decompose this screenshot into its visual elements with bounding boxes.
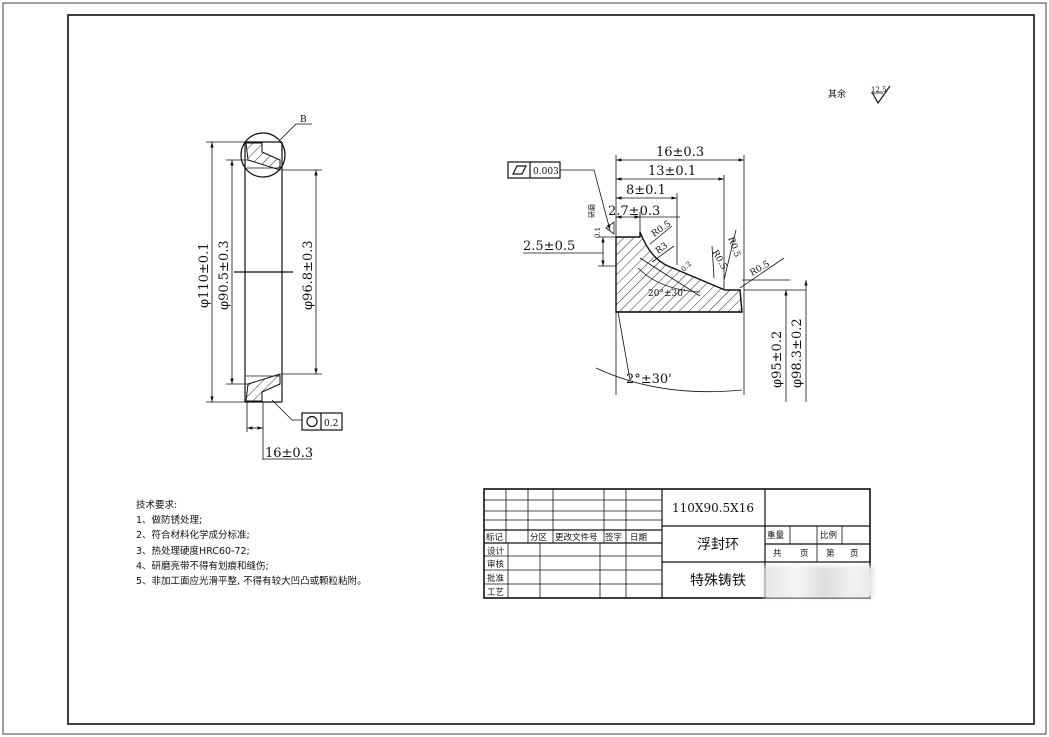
note-item: 1、做防锈处理;	[136, 515, 203, 527]
dim-outer-diameter: φ110±0.1	[197, 243, 212, 308]
detail-circle	[240, 132, 286, 178]
dim-2-7: 2.7±0.3	[608, 204, 660, 219]
note-item: 2、符合材料化学成分标准;	[136, 530, 250, 542]
runout-frame	[301, 412, 343, 431]
section-view: 0.003 16±0.3 13±0.1 8±0.1 2.7±0.3 2.5±0.…	[507, 145, 808, 402]
note-item: 5、非加工面应光滑平整, 不得有较大凹凸或颗粒粘附。	[136, 576, 367, 588]
angle-label-2: 2°±30'	[626, 372, 672, 387]
roughness-label: 其余	[828, 88, 846, 100]
dim-mid-diameter: φ96.8±0.3	[301, 240, 316, 310]
dim-width: 16±0.3	[265, 446, 313, 461]
runout-circle-icon	[306, 415, 318, 428]
scale-label: 比例	[820, 530, 837, 541]
cross-section-hatched	[615, 231, 743, 313]
drawing-frame	[67, 14, 1035, 725]
dim-95: φ95±0.2	[770, 331, 785, 388]
roughness-symbol-icon	[871, 85, 891, 105]
sheet-number-unit: 页	[850, 549, 859, 559]
part-name: 浮封环	[697, 537, 739, 553]
left-view: B φ110±0.1 φ90.5±0.3 φ96.8±0.3 16±0.3 0.…	[197, 115, 343, 461]
roughness-note: 其余 12.5	[828, 85, 891, 105]
rev-header-zone: 分区	[530, 533, 548, 543]
rev-header-date: 日期	[630, 533, 647, 543]
detail-label: B	[300, 115, 307, 125]
dim-16: 16±0.3	[656, 145, 704, 160]
total-pages-unit: 页	[800, 549, 809, 559]
flatness-parallelogram-icon	[512, 165, 527, 175]
dim-98-3: φ98.3±0.2	[790, 318, 805, 388]
lip-top-section	[245, 142, 281, 171]
flatness-value: 0.003	[533, 167, 559, 177]
weight-label: 重量	[767, 530, 785, 541]
dim-8: 8±0.1	[626, 183, 666, 198]
role-review: 审核	[487, 559, 505, 570]
redacted-logo-area	[764, 566, 874, 598]
runout-value: 0.2	[324, 419, 338, 429]
part-spec: 110X90.5X16	[672, 501, 754, 515]
notes-heading: 技术要求:	[136, 500, 178, 511]
total-pages-label: 共	[773, 549, 782, 559]
role-design: 设计	[487, 546, 505, 557]
note-item: 3、热处理硬度HRC60-72;	[136, 545, 250, 557]
note-item: 4、研磨亮带不得有划痕和缝伤;	[136, 560, 269, 572]
technical-requirements: 技术要求: 1、做防锈处理; 2、符合材料化学成分标准; 3、热处理硬度HRC6…	[136, 498, 466, 589]
small-label-a: 0.1	[594, 227, 602, 238]
angle-label-20: 20°±30'	[648, 289, 685, 299]
radius-label-a: R0.5	[650, 219, 673, 239]
part-material: 特殊铸铁	[690, 573, 746, 589]
small-label-b: 研磨	[587, 204, 596, 218]
dim-13: 13±0.1	[648, 164, 696, 179]
sheet-number-label: 第	[826, 548, 835, 559]
rev-header-sign: 签字	[605, 532, 622, 543]
title-block: 标记 分区 更改文件号 签字 日期 设计 审核 批准 工艺 110X90.5X1…	[483, 488, 871, 599]
lip-bottom-section	[245, 373, 281, 402]
dim-inner-diameter: φ90.5±0.3	[217, 240, 232, 310]
radius-label-b: R3	[654, 241, 670, 257]
role-process: 工艺	[487, 588, 504, 598]
rev-header-docno: 更改文件号	[555, 532, 598, 543]
roughness-value: 12.5	[871, 86, 887, 94]
rev-header-mark: 标记	[486, 532, 504, 543]
dim-2-5: 2.5±0.5	[523, 239, 575, 254]
role-approve: 批准	[487, 573, 505, 584]
